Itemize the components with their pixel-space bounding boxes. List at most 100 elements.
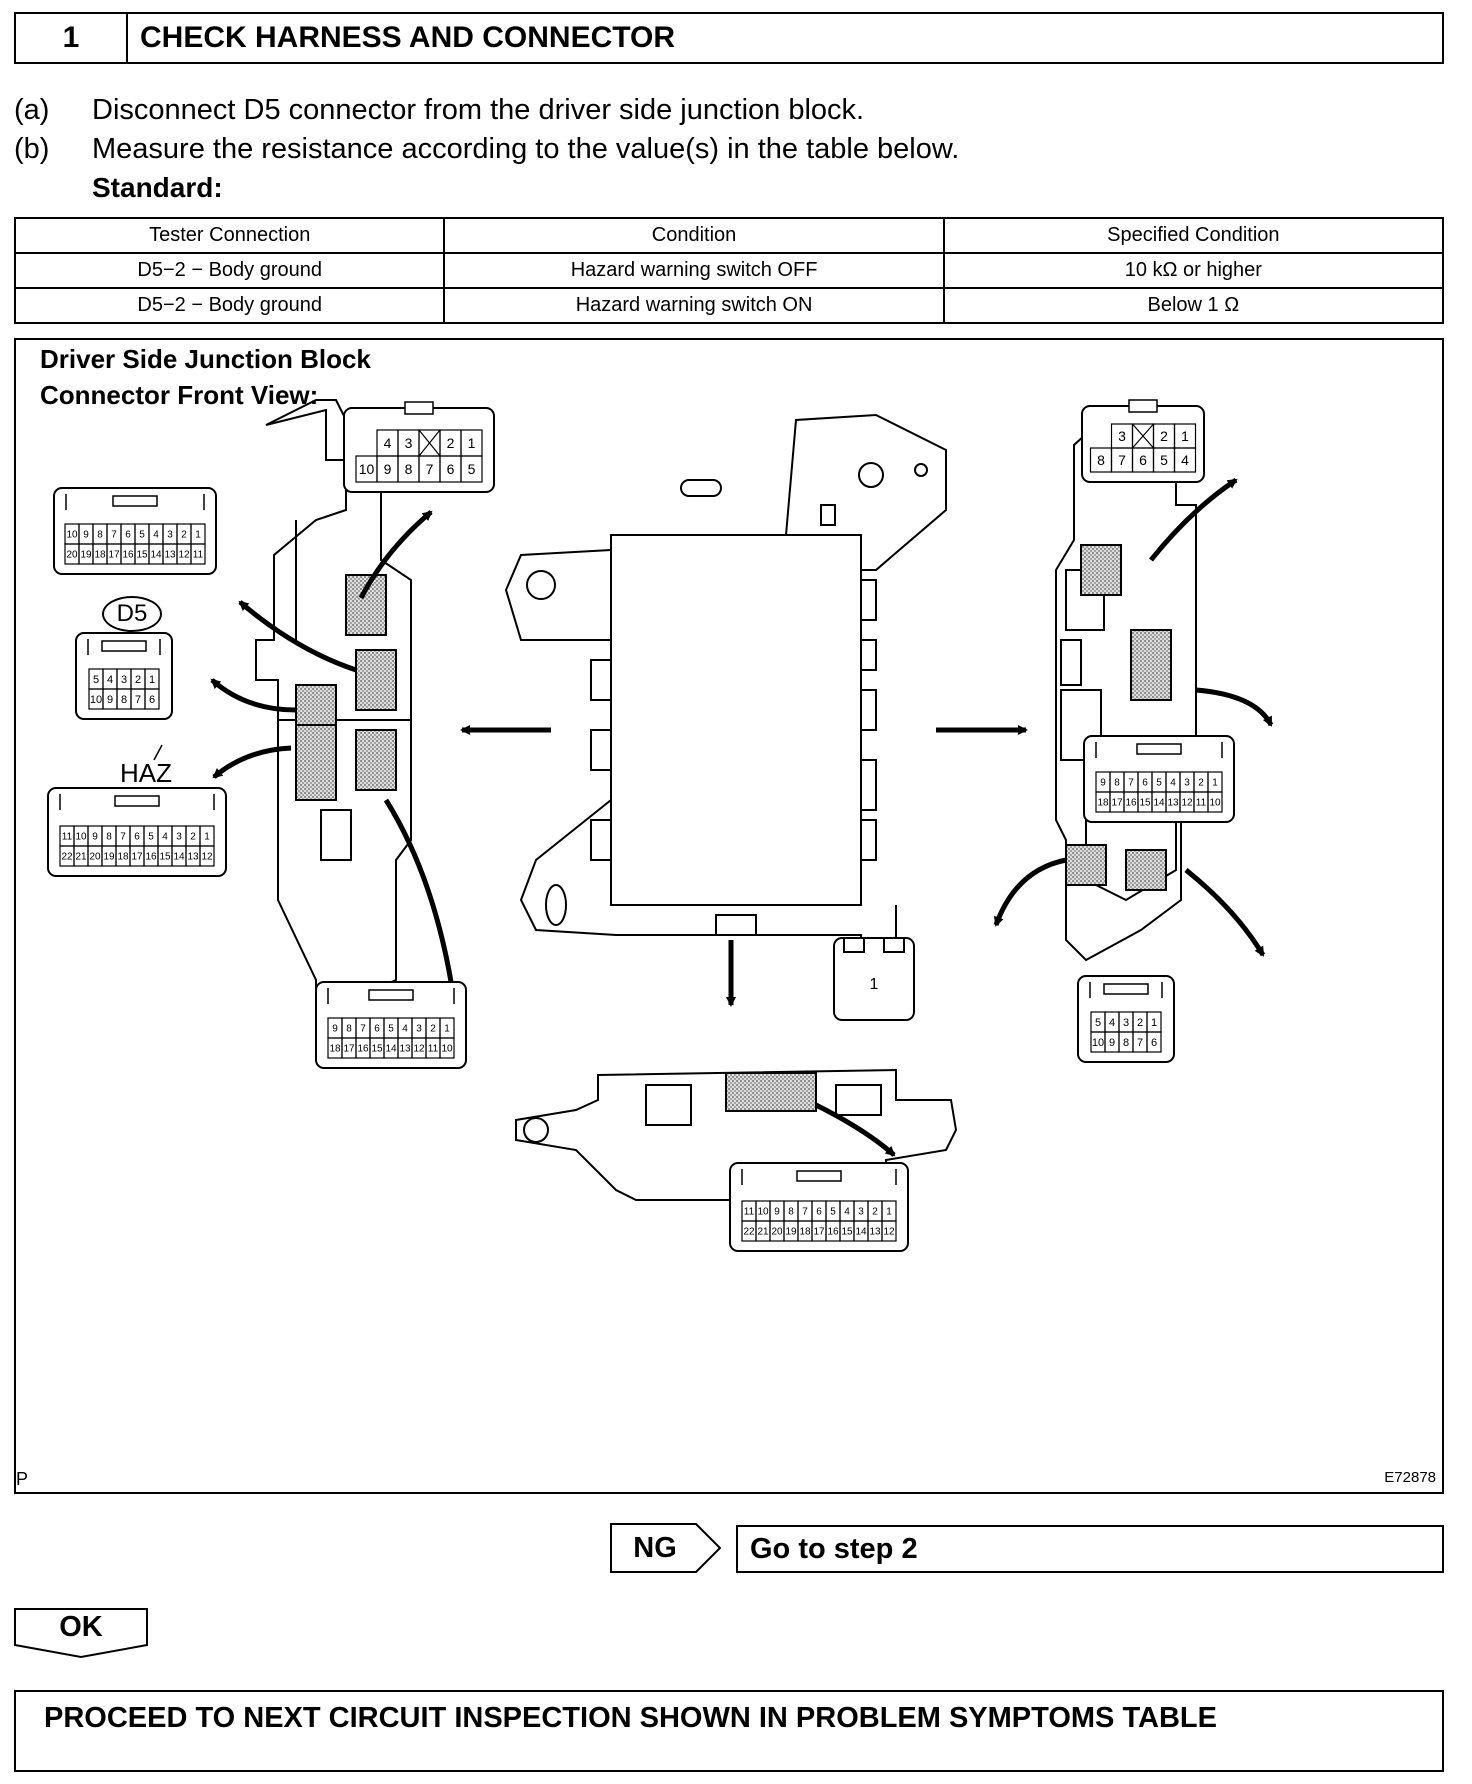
pin-label: 3 xyxy=(1184,778,1190,789)
pin-label: 8 xyxy=(121,694,127,706)
pin-label: 2 xyxy=(1160,428,1168,444)
pin-label: 10 xyxy=(90,694,102,706)
pin-label: 10 xyxy=(66,530,78,541)
figure-id: E72878 xyxy=(1384,1469,1436,1486)
pin-label: 15 xyxy=(136,550,148,561)
pin-label: 20 xyxy=(66,550,78,561)
pin-label: 7 xyxy=(360,1024,366,1035)
table-row: D5−2 − Body ground Hazard warning switch… xyxy=(13,287,1445,324)
table-header-row: Tester Connection Condition Specified Co… xyxy=(13,217,1445,254)
figure-title-line1: Driver Side Junction Block xyxy=(40,344,371,374)
pin-label: 8 xyxy=(1123,1037,1129,1049)
pin-label: 4 xyxy=(107,674,113,686)
pin-label: 7 xyxy=(426,461,434,477)
corner-mark: P xyxy=(16,1469,29,1489)
pin-label: 9 xyxy=(774,1207,780,1218)
pin-label: 3 xyxy=(1118,428,1126,444)
pin-label: 2 xyxy=(181,530,187,541)
pin-label: 4 xyxy=(1170,778,1176,789)
pin-label: 4 xyxy=(1109,1017,1115,1029)
pin-label: 2 xyxy=(1198,778,1204,789)
instruction-label: (b) xyxy=(14,133,50,165)
right-block-connectors xyxy=(1065,544,1172,891)
pin-label: 4 xyxy=(402,1024,408,1035)
pin-label: 18 xyxy=(1097,798,1109,809)
step-number: 1 xyxy=(16,14,128,62)
table-cell: Hazard warning switch ON xyxy=(443,287,945,324)
instruction-a: (a) Disconnect D5 connector from the dri… xyxy=(0,94,1472,130)
pin-label: 8 xyxy=(1114,778,1120,789)
pin-label: 11 xyxy=(744,1207,755,1218)
pin-label: 4 xyxy=(153,530,159,541)
pin-label: 1 xyxy=(204,832,210,843)
pin-label: 16 xyxy=(357,1044,369,1055)
pin-label: 12 xyxy=(883,1227,895,1238)
connector-single: 1 xyxy=(833,937,915,1021)
pin-label: 5 xyxy=(1095,1017,1101,1029)
figure-title-line2: Connector Front View: xyxy=(40,380,319,410)
pin-label: 10 xyxy=(75,832,87,843)
bottom-block-connector xyxy=(725,1072,817,1112)
pin-label: 7 xyxy=(111,530,117,541)
pin-label: 3 xyxy=(1123,1017,1129,1029)
pin-label: 4 xyxy=(384,435,392,451)
pin-label: 3 xyxy=(405,435,413,451)
pin-label: 5 xyxy=(93,674,99,686)
pin-label: 10 xyxy=(441,1044,453,1055)
pin-label: 17 xyxy=(108,550,120,561)
table-header: Condition xyxy=(443,217,945,254)
pin-label: 12 xyxy=(178,550,190,561)
step-title: CHECK HARNESS AND CONNECTOR xyxy=(140,21,676,54)
haz-pointer xyxy=(153,744,163,761)
instruction-b: (b) Measure the resistance according to … xyxy=(0,133,1472,169)
pin-label: 3 xyxy=(121,674,127,686)
pin-label: 1 xyxy=(1212,778,1218,789)
left-block-connectors xyxy=(295,574,397,801)
haz-label: HAZ xyxy=(120,758,172,788)
ok-label: OK xyxy=(59,1610,103,1643)
pin-label: 10 xyxy=(1092,1037,1104,1049)
pin-label: 2 xyxy=(430,1024,436,1035)
pin-label: 9 xyxy=(384,461,392,477)
table-cell: Below 1 Ω xyxy=(942,287,1445,324)
pin-label: 7 xyxy=(120,832,126,843)
pin-label: 3 xyxy=(416,1024,422,1035)
pin-label: 5 xyxy=(1156,778,1162,789)
pin-label: 5 xyxy=(388,1024,394,1035)
pin-label: 9 xyxy=(83,530,89,541)
pin-label: 7 xyxy=(1118,452,1126,468)
pin-label: 9 xyxy=(1109,1037,1115,1049)
pin-label: 8 xyxy=(788,1207,794,1218)
direction-arrows xyxy=(210,477,1274,1157)
pin-label: 10 xyxy=(757,1207,769,1218)
pin-label: 13 xyxy=(869,1227,881,1238)
instruction-text: Disconnect D5 connector from the driver … xyxy=(92,94,865,126)
pin-label: 10 xyxy=(1209,798,1221,809)
pin-label: 3 xyxy=(176,832,182,843)
pin-label: 22 xyxy=(61,852,73,863)
table-header: Tester Connection xyxy=(13,217,446,254)
pin-label: 12 xyxy=(413,1044,425,1055)
proceed-box: PROCEED TO NEXT CIRCUIT INSPECTION SHOWN… xyxy=(14,1690,1444,1772)
pin-label: 5 xyxy=(148,832,154,843)
pin-label: 2 xyxy=(872,1207,878,1218)
pin-label: 13 xyxy=(164,550,176,561)
pin-label: 8 xyxy=(405,461,413,477)
pin-label: 6 xyxy=(374,1024,380,1035)
pin-label: 5 xyxy=(468,461,476,477)
pin-label: 6 xyxy=(1151,1037,1157,1049)
pin-label: 1 xyxy=(1151,1017,1157,1029)
pin-label: 16 xyxy=(827,1227,839,1238)
pin-label: 17 xyxy=(1111,798,1123,809)
pin-label: 1 xyxy=(1181,428,1189,444)
pin-label: 2 xyxy=(135,674,141,686)
pin-label: 12 xyxy=(1181,798,1193,809)
pin-label: 20 xyxy=(771,1227,783,1238)
pin-label: 4 xyxy=(1181,452,1189,468)
pin-label: 13 xyxy=(187,852,199,863)
pin-label: 11 xyxy=(1196,798,1207,809)
pin-label: 16 xyxy=(145,852,157,863)
